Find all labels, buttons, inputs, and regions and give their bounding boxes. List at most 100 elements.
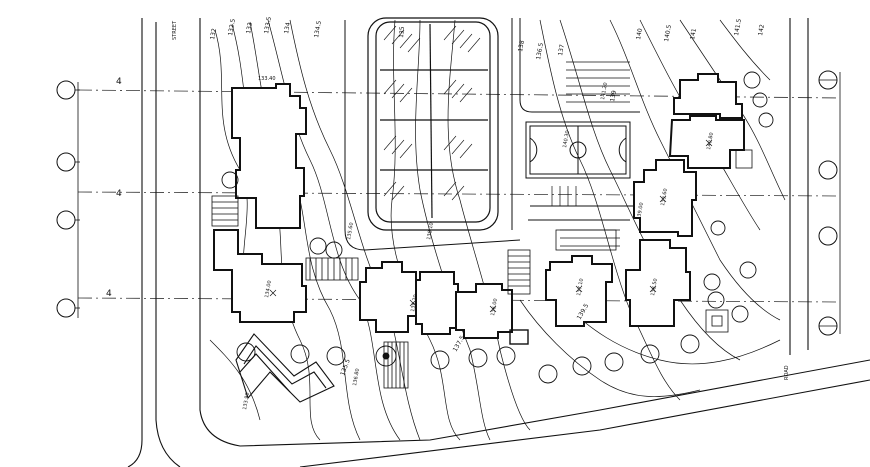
stairs xyxy=(211,149,753,389)
tree xyxy=(326,346,346,366)
spot-elevations: 133.40 134.00 135.20 136.00 137.10 138.5… xyxy=(242,76,715,410)
tree xyxy=(743,71,761,89)
tree xyxy=(680,334,700,354)
axis-label: 4 xyxy=(116,77,122,87)
building-w xyxy=(213,229,307,323)
spot-elevation: 134.00 xyxy=(264,280,273,298)
tree xyxy=(382,352,390,360)
contour xyxy=(539,19,681,401)
contour-label: 137.5 xyxy=(452,334,467,353)
contour xyxy=(390,19,461,441)
tree xyxy=(538,364,558,384)
street-label: ROAD xyxy=(784,365,790,380)
spot-elevation: 138.50 xyxy=(650,278,659,296)
contour xyxy=(415,19,491,441)
contour-label: 138 xyxy=(517,40,526,53)
contour xyxy=(519,299,701,397)
tree xyxy=(758,112,774,128)
contour xyxy=(209,339,261,421)
spot-elevation: 139.00 xyxy=(636,202,645,220)
stair-treads xyxy=(387,342,405,388)
street-south-edge-2 xyxy=(299,379,870,467)
stair-block xyxy=(211,195,239,227)
streets xyxy=(127,18,870,467)
grid-bubble xyxy=(818,160,838,180)
tree xyxy=(325,241,343,259)
ramp-path xyxy=(243,345,327,389)
tree xyxy=(309,237,327,255)
contour-label: 132 xyxy=(209,28,218,41)
parking-lot-outline xyxy=(367,17,499,231)
spot-elevation: 133.40 xyxy=(258,76,276,82)
parking-divider xyxy=(429,23,433,219)
spot-elevation: 136.00 xyxy=(490,298,499,316)
grid-line-b xyxy=(77,191,841,197)
spot-elevation: 135.60 xyxy=(346,222,355,240)
tree xyxy=(290,344,310,364)
contour-label: 133 xyxy=(245,22,254,35)
building-se xyxy=(625,239,691,327)
contour xyxy=(559,299,781,365)
building-e xyxy=(633,159,697,237)
street-labels: STREET ROAD xyxy=(172,20,790,380)
building-s-2 xyxy=(545,255,613,327)
hatch xyxy=(383,25,481,201)
grid-line-c xyxy=(77,297,841,303)
building-nw xyxy=(231,83,307,229)
tree xyxy=(640,344,660,364)
utility-box xyxy=(509,329,529,345)
building-s-1 xyxy=(455,283,513,339)
buildings xyxy=(213,73,745,339)
spot-elevation: 141.20 xyxy=(600,82,609,100)
road-north xyxy=(344,20,521,251)
contour-label: 134 xyxy=(283,22,292,35)
stall-lines xyxy=(551,61,630,247)
spot-elevation: 140.30 xyxy=(562,130,571,148)
court-key-right xyxy=(618,137,627,163)
contour-label: 141 xyxy=(689,28,698,41)
axis-label: 4 xyxy=(106,289,112,299)
ramp xyxy=(235,333,335,403)
utility-box xyxy=(711,315,723,327)
tree xyxy=(221,171,239,189)
axis-labels: 4 4 4 xyxy=(106,77,122,299)
stair-block xyxy=(555,229,617,251)
spot-elevation: 140.80 xyxy=(706,132,715,150)
building-ne-2 xyxy=(673,73,743,119)
tree xyxy=(430,350,450,370)
tree xyxy=(710,220,726,236)
tree xyxy=(752,92,768,108)
parking-hatches xyxy=(383,25,481,201)
spot-elevation: 133.90 xyxy=(242,392,251,410)
contour xyxy=(447,19,531,431)
street-west-edge-2 xyxy=(155,22,181,467)
grid-bubble xyxy=(56,80,76,100)
court-center-circle xyxy=(569,141,587,159)
grid-bubbles xyxy=(56,70,838,336)
tree xyxy=(236,342,256,362)
ramp-path xyxy=(239,353,291,393)
stair-block xyxy=(305,257,359,281)
grid-bubble-leaders xyxy=(75,72,841,334)
spot-elevation: 135.20 xyxy=(410,294,419,312)
stair-treads xyxy=(212,201,238,221)
street-label: STREET xyxy=(172,20,178,40)
grid-bubble xyxy=(56,210,76,230)
contour-label: 142 xyxy=(757,24,766,37)
grid-bubble xyxy=(818,226,838,246)
contour-label: 136.5 xyxy=(535,42,545,60)
contour xyxy=(719,19,771,81)
ramp-path xyxy=(235,333,335,403)
stair-treads xyxy=(508,255,530,287)
contour xyxy=(559,19,741,361)
tree xyxy=(604,352,624,372)
tree xyxy=(496,346,516,366)
parking-stalls xyxy=(551,61,630,247)
contour-label: 132.5 xyxy=(227,18,237,36)
utility-box xyxy=(705,309,729,333)
contour-label: 135 xyxy=(398,26,406,38)
tree xyxy=(731,305,749,323)
spot-elevation: 139.60 xyxy=(660,188,669,206)
contour-label: 140 xyxy=(635,28,644,41)
